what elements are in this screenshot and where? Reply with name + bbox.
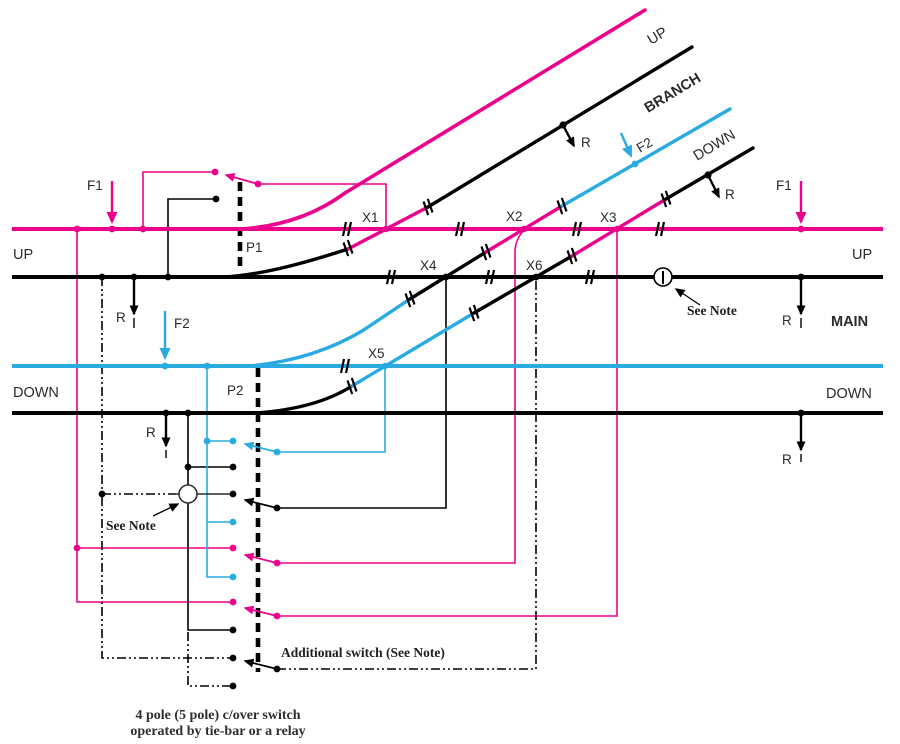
see-note-arrow-bottom bbox=[152, 503, 180, 517]
label-relay-down-left: R bbox=[146, 425, 156, 440]
wire-black-rail-to-contact bbox=[167, 198, 213, 277]
label-x5: X5 bbox=[368, 346, 385, 361]
label-f1-right: F1 bbox=[776, 178, 792, 193]
label-up-left: UP bbox=[13, 247, 33, 263]
x6-crossing-section bbox=[472, 254, 574, 315]
label-main: MAIN bbox=[831, 314, 868, 330]
label-relay-up-left: R bbox=[116, 310, 126, 325]
junction-dots-blue bbox=[161, 160, 639, 581]
wire-magenta-feed-vertical bbox=[76, 229, 233, 603]
label-up-right: UP bbox=[852, 247, 872, 263]
junction-dots-black bbox=[98, 121, 805, 690]
blade-x1 bbox=[224, 172, 259, 185]
wire-dashdot-pivot-to-x6 bbox=[277, 277, 537, 670]
down-branch-blue-rail-curve bbox=[248, 297, 412, 368]
feed-arrows bbox=[106, 132, 807, 360]
branch-rails bbox=[224, 8, 755, 415]
down-branch-black-rail-curve bbox=[254, 384, 354, 415]
up-branch-black-rail bbox=[426, 45, 694, 209]
label-relay-up-right: R bbox=[782, 313, 792, 328]
label-down-right: DOWN bbox=[826, 386, 872, 402]
label-x3: X3 bbox=[600, 210, 617, 225]
see-note-arrow-top bbox=[674, 288, 701, 306]
f2-feed-arrow-branch bbox=[619, 132, 633, 158]
blade-x4 bbox=[243, 497, 278, 509]
circled-note-symbol-top bbox=[653, 267, 673, 287]
label-relay-down-right: R bbox=[782, 452, 792, 467]
wire-pivot-to-x2 bbox=[277, 229, 525, 564]
label-p2: P2 bbox=[227, 383, 244, 398]
wire-pivot-to-x5 bbox=[277, 366, 386, 453]
label-f1-left: F1 bbox=[87, 178, 103, 193]
circled-note-symbol-bottom bbox=[178, 484, 198, 504]
label-x2: X2 bbox=[506, 209, 523, 224]
relay-arrow-branch-down bbox=[706, 174, 721, 199]
wire-dashdot-contact-686 bbox=[187, 632, 233, 687]
note-pointer-arrows bbox=[152, 288, 701, 517]
blade-x2 bbox=[243, 552, 278, 564]
wire-pivot-to-x4 bbox=[277, 277, 447, 509]
label-x4: X4 bbox=[420, 258, 437, 273]
label-f2-branch: F2 bbox=[634, 135, 655, 156]
down-branch-blue-rail bbox=[560, 107, 732, 208]
label-branch: BRANCH bbox=[642, 70, 704, 116]
label-relay-branch-down: R bbox=[725, 187, 735, 202]
wire-magenta-rail-to-contact bbox=[142, 171, 212, 229]
junction-dots-magenta bbox=[73, 168, 805, 620]
x5-crossing-section bbox=[350, 311, 476, 388]
main-rails bbox=[12, 227, 883, 415]
label-p1: P1 bbox=[246, 240, 263, 255]
see-note-top: See Note bbox=[687, 303, 737, 318]
caption-line-1: 4 pole (5 pole) c/over switch bbox=[136, 708, 301, 723]
see-note-bottom: See Note bbox=[106, 518, 156, 533]
wire-pivot-to-x1 bbox=[258, 183, 387, 229]
up-branch-black-rail-curve bbox=[224, 247, 350, 279]
label-branch-up: UP bbox=[645, 24, 671, 48]
relay-arrow-branch-up bbox=[561, 124, 576, 148]
label-down-left: DOWN bbox=[13, 385, 59, 401]
wire-pivot-to-x3 bbox=[277, 230, 618, 617]
wire-dashdot-up-rail-vertical bbox=[101, 277, 233, 659]
label-relay-branch-up: R bbox=[581, 135, 591, 150]
label-x1: X1 bbox=[362, 210, 379, 225]
wire-blue-feed-vertical bbox=[206, 366, 233, 578]
switch-blades bbox=[224, 172, 278, 670]
bond-wires bbox=[76, 171, 618, 687]
blade-x6-additional bbox=[243, 658, 278, 670]
label-x6: X6 bbox=[526, 258, 543, 273]
blade-x3 bbox=[243, 605, 278, 617]
relay-arrows bbox=[129, 124, 806, 462]
blade-x5 bbox=[243, 441, 278, 453]
caption-line-2: operated by tie-bar or a relay bbox=[130, 724, 305, 739]
label-f2-left: F2 bbox=[174, 316, 190, 331]
additional-switch-label: Additional switch (See Note) bbox=[281, 645, 445, 660]
